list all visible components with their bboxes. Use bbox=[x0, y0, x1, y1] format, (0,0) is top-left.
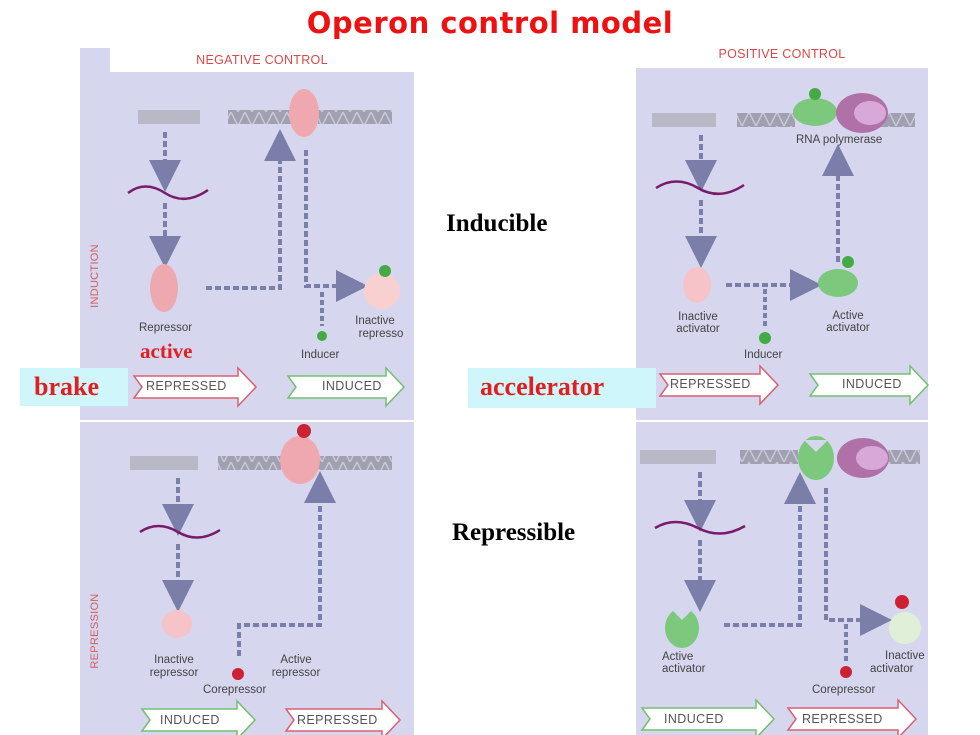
arrow-repressed-pos-ind: REPRESSED bbox=[670, 377, 751, 391]
label-corepressor-pos: Corepressor bbox=[812, 684, 876, 696]
active-activator bbox=[818, 269, 858, 297]
label-active-activator-2: activator bbox=[826, 322, 870, 334]
label-inactive-repressor-r1: Inactive bbox=[154, 654, 194, 666]
page-title: Operon control model bbox=[306, 6, 674, 40]
mrna bbox=[127, 185, 209, 200]
regulator-gene bbox=[138, 110, 200, 124]
arrow-induced-pos-rep: INDUCED bbox=[664, 712, 724, 726]
label-inactive-activator-1: Inactive bbox=[678, 311, 718, 323]
repressor-protein bbox=[150, 264, 178, 312]
corepressor bbox=[232, 668, 244, 680]
label-inactive-repressor-1: Inactive bbox=[355, 315, 395, 327]
pos-induction-diagram bbox=[652, 88, 930, 406]
label-inactive-repressor-r2: repressor bbox=[149, 667, 199, 679]
bound-activator bbox=[793, 98, 837, 126]
operator-dna bbox=[228, 110, 293, 124]
label-inactive-activator-2: activator bbox=[676, 323, 720, 335]
positive-control-header: POSITIVE CONTROL bbox=[636, 40, 928, 68]
inactive-activator-2 bbox=[889, 612, 921, 644]
callout-accelerator: accelerator bbox=[480, 372, 605, 401]
arrow-repressed-pos-rep: REPRESSED bbox=[802, 712, 883, 726]
neg-repression-diagram bbox=[130, 424, 402, 735]
label-active-activator-1: Active bbox=[832, 310, 864, 322]
label-active-activator-r1: Active bbox=[662, 651, 694, 663]
inactive-repressor bbox=[364, 273, 400, 309]
negative-control-header: NEGATIVE CONTROL bbox=[110, 48, 414, 72]
callout-accelerator-box bbox=[468, 368, 656, 408]
arrow-induced-neg-rep: INDUCED bbox=[160, 713, 220, 727]
label-inactive-activator-r1: Inactive bbox=[885, 650, 925, 662]
label-repressor: Repressor bbox=[139, 322, 193, 334]
bound-corepressor bbox=[297, 424, 311, 438]
inducer bbox=[317, 331, 327, 341]
label-inactive-activator-r2: activator bbox=[870, 663, 914, 675]
label-active-repressor-2: repressor bbox=[271, 667, 321, 679]
inactive-activator bbox=[683, 267, 711, 303]
label-active-repressor-1: Active bbox=[280, 654, 312, 666]
arrow-induced-pos-ind: INDUCED bbox=[842, 377, 902, 391]
active-activator-bound bbox=[798, 436, 834, 480]
inactive-repressor bbox=[162, 610, 192, 638]
structural-genes bbox=[318, 110, 392, 124]
label-inactive-repressor-2: represso bbox=[358, 328, 404, 340]
callout-brake-box bbox=[20, 368, 128, 406]
callout-active: active bbox=[140, 339, 193, 363]
label-inducible: Inducible bbox=[446, 210, 548, 237]
arrow-repressed-neg-rep: REPRESSED bbox=[297, 713, 378, 727]
label-corepressor-neg: Corepressor bbox=[203, 684, 267, 696]
label-repressible: Repressible bbox=[452, 519, 576, 546]
positive-divider bbox=[636, 420, 928, 422]
callout-brake: brake bbox=[34, 372, 99, 401]
negative-divider bbox=[80, 420, 414, 422]
active-activator-free bbox=[665, 608, 699, 648]
label-active-activator-r2: activator bbox=[662, 663, 706, 675]
active-repressor-bound bbox=[280, 436, 320, 484]
arrow-repressed-neg-ind: REPRESSED bbox=[146, 379, 227, 393]
pos-repression-diagram bbox=[640, 436, 921, 735]
neg-induction-diagram bbox=[127, 89, 406, 408]
label-inducer: Inducer bbox=[301, 349, 340, 361]
bound-repressor bbox=[289, 89, 319, 137]
arrow-induced-neg-ind: INDUCED bbox=[322, 379, 382, 393]
label-rna-polymerase: RNA polymerase bbox=[796, 134, 883, 146]
label-inducer-pos: Inducer bbox=[744, 349, 783, 361]
